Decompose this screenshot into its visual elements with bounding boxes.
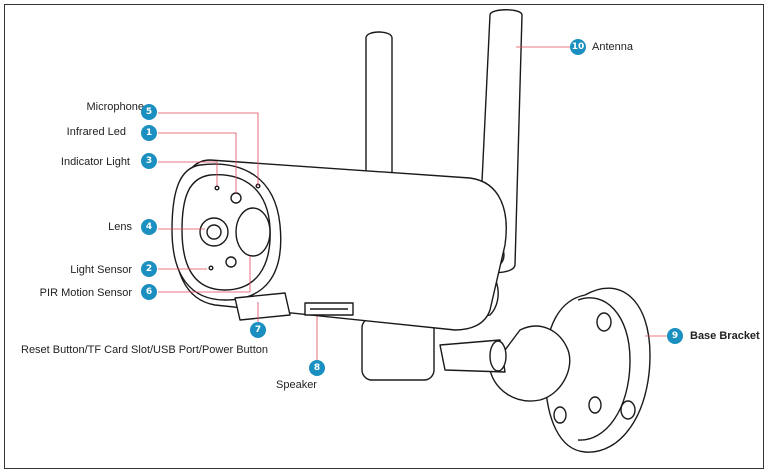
label-light-sensor: Light Sensor bbox=[70, 264, 132, 276]
label-antenna: Antenna bbox=[592, 41, 633, 53]
label-pir-motion-sensor: PIR Motion Sensor bbox=[39, 287, 132, 299]
label-base-bracket: Base Bracket bbox=[690, 330, 760, 342]
base-bracket-drawing bbox=[439, 287, 651, 453]
bottom-port-drawing bbox=[234, 292, 291, 321]
badge-4: 4 bbox=[141, 219, 157, 235]
label-reset-button-tf-card-slot-usb-port-power-button: Reset Button/TF Card Slot/USB Port/Power… bbox=[21, 344, 268, 356]
badge-5: 5 bbox=[141, 104, 157, 120]
leader-1 bbox=[158, 132, 237, 193]
leader-3 bbox=[158, 161, 218, 186]
diagram-frame bbox=[4, 4, 764, 469]
badge-2: 2 bbox=[141, 261, 157, 277]
badge-1: 1 bbox=[141, 125, 157, 141]
label-speaker: Speaker bbox=[276, 379, 317, 391]
pir-sensor-drawing bbox=[235, 207, 271, 257]
label-indicator-light: Indicator Light bbox=[60, 156, 130, 168]
label-infrared-led: Infrared Led bbox=[66, 126, 126, 138]
badge-8: 8 bbox=[309, 360, 325, 376]
badge-9: 9 bbox=[667, 328, 683, 344]
leader-5 bbox=[158, 112, 259, 186]
badge-10: 10 bbox=[570, 39, 586, 55]
callout-lines bbox=[158, 46, 668, 360]
badge-6: 6 bbox=[141, 284, 157, 300]
badge-7: 7 bbox=[250, 322, 266, 338]
leader-6 bbox=[158, 256, 251, 293]
label-microphone: Microphone bbox=[86, 101, 144, 113]
label-lens: Lens bbox=[108, 221, 132, 233]
badge-3: 3 bbox=[141, 153, 157, 169]
